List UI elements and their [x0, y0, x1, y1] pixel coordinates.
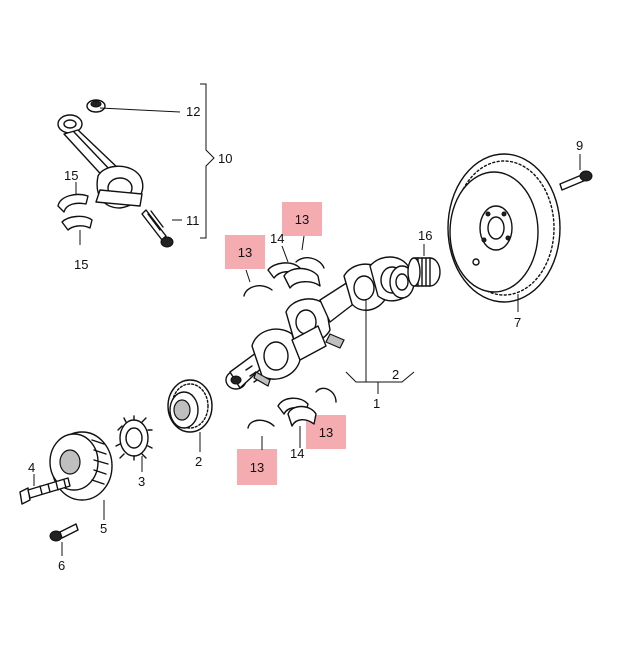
label-2-lower: 2 — [195, 454, 202, 469]
bracket-10 — [200, 83, 215, 239]
label-3: 3 — [138, 474, 145, 489]
gear-3 — [115, 415, 153, 472]
crankshaft — [225, 256, 415, 390]
label-7: 7 — [514, 315, 521, 330]
connecting-rod — [57, 99, 181, 209]
label-1: 1 — [373, 396, 380, 411]
label-12: 12 — [186, 104, 200, 119]
bolt-9 — [559, 154, 593, 191]
bolt-4 — [19, 474, 71, 505]
main-bearing-shells-bottom — [247, 387, 337, 450]
flywheel-7 — [447, 153, 561, 312]
label-15-top: 15 — [64, 168, 78, 183]
label-13-right: 13 — [319, 425, 333, 440]
sprocket-2 — [167, 379, 213, 452]
rod-bearing-shells-15 — [57, 182, 93, 245]
label-4: 4 — [28, 460, 35, 475]
bolt-6 — [49, 523, 79, 556]
label-13-top: 13 — [295, 212, 309, 227]
highlight-13-bottom[interactable]: 13 — [237, 449, 277, 485]
connecting-rod-bolt — [141, 209, 182, 248]
label-16: 16 — [418, 228, 432, 243]
needle-bearing-16 — [407, 244, 441, 287]
label-15-bottom: 15 — [74, 257, 88, 272]
label-9: 9 — [576, 138, 583, 153]
label-10: 10 — [218, 151, 232, 166]
label-13-left: 13 — [238, 245, 252, 260]
label-13-bottom: 13 — [250, 460, 264, 475]
label-2-upper: 2 — [392, 367, 399, 382]
highlight-13-left[interactable]: 13 — [225, 235, 265, 269]
pulley-5 — [49, 431, 113, 520]
label-5: 5 — [100, 521, 107, 536]
main-bearing-shells-top — [243, 235, 325, 297]
label-6: 6 — [58, 558, 65, 573]
label-11: 11 — [186, 213, 200, 228]
callout-labels: 12 10 11 15 15 14 14 16 9 7 2 1 2 3 4 5 … — [28, 104, 583, 573]
bracket-1-2 — [345, 300, 415, 394]
label-14-top: 14 — [270, 231, 284, 246]
highlight-13-top[interactable]: 13 — [282, 202, 322, 236]
label-14-bottom: 14 — [290, 446, 304, 461]
